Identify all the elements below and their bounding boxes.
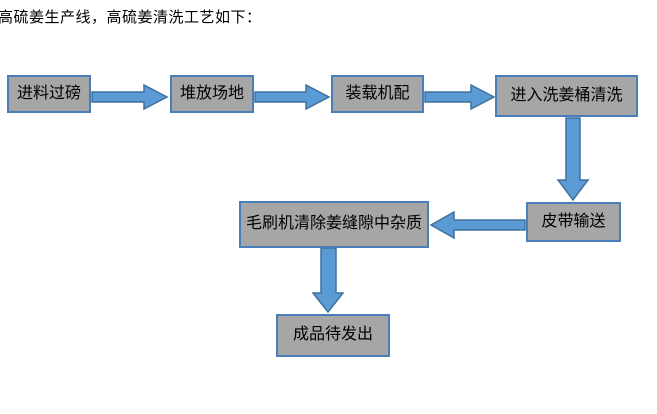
document-title: 高硫姜生产线，高硫姜清洗工艺如下： — [0, 10, 262, 26]
left-arrow-belt-to-brush — [429, 211, 526, 239]
down-arrow-shape — [311, 248, 345, 314]
flow-node-finished-product: 成品待发出 — [276, 314, 390, 357]
right-arrow-shape — [91, 84, 169, 110]
right-arrow-stack-to-loader — [254, 84, 331, 110]
left-arrow-shape — [429, 211, 526, 239]
flow-node-brush-cleaning: 毛刷机清除姜缝隙中杂质 — [239, 201, 429, 248]
right-arrow-feed-to-stack — [91, 84, 169, 110]
flow-node-stacking-yard: 堆放场地 — [170, 75, 254, 113]
down-arrow-washbarrel-to-belt — [556, 117, 590, 202]
flow-node-washing-barrel: 进入洗姜桶清洗 — [495, 75, 638, 117]
right-arrow-loader-to-washbarrel — [424, 84, 496, 110]
down-arrow-brush-to-finished — [311, 248, 345, 314]
flow-node-belt-conveyor: 皮带输送 — [526, 202, 621, 242]
right-arrow-shape — [254, 84, 331, 110]
flow-node-feed-weighing: 进料过磅 — [7, 75, 91, 113]
right-arrow-shape — [424, 84, 496, 110]
flow-node-loader-matching: 装载机配 — [331, 75, 424, 113]
down-arrow-shape — [556, 117, 590, 202]
